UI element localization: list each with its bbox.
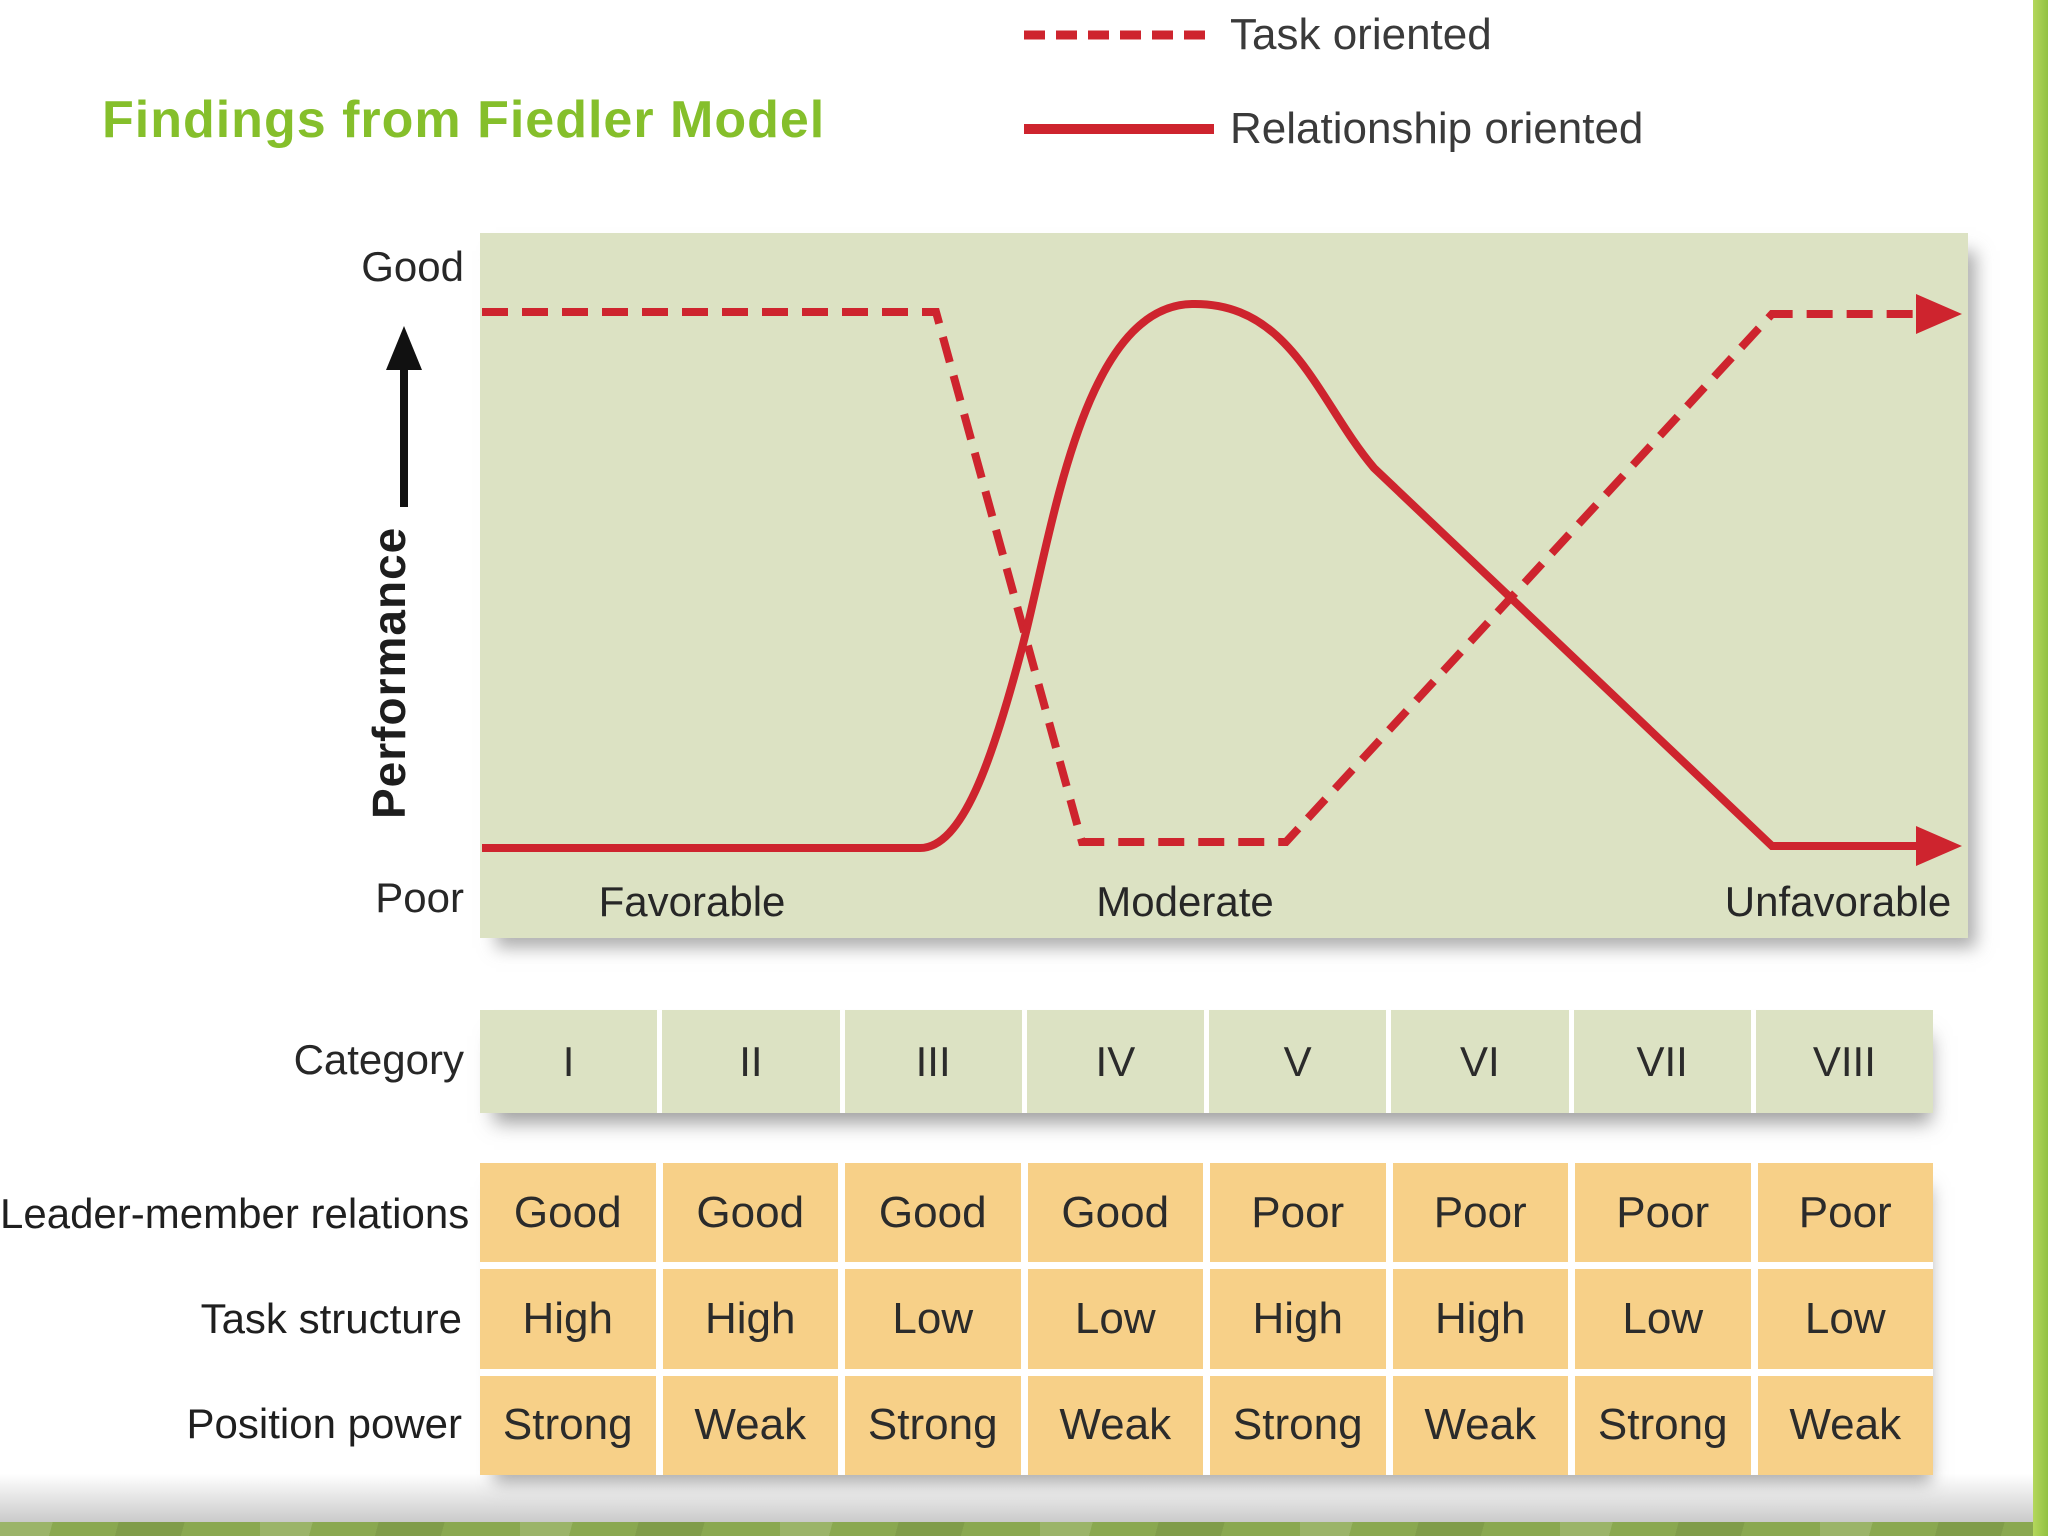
table-cell: Strong — [1575, 1375, 1751, 1475]
x-zone-label-unfavorable: Unfavorable — [1724, 878, 1952, 925]
y-axis-title: Performance — [363, 526, 415, 819]
legend-label-task: Task oriented — [1230, 10, 1492, 59]
solid-line-icon — [1024, 124, 1214, 134]
category-cell: III — [844, 1010, 1022, 1113]
y-axis-bottom-label: Poor — [375, 874, 464, 921]
table-cell: Good — [480, 1163, 656, 1263]
table-row-label-position-power: Position power — [186, 1400, 462, 1447]
bottom-shadow — [0, 1474, 2048, 1522]
right-green-strip — [2033, 0, 2048, 1536]
table-cell: Low — [1027, 1269, 1203, 1369]
category-cell: VI — [1391, 1010, 1569, 1113]
table-cell: Low — [1757, 1269, 1933, 1369]
category-cell: I — [480, 1010, 658, 1113]
table-cell: High — [662, 1269, 838, 1369]
chart-plot-area: Favorable Moderate Unfavorable — [480, 233, 1968, 938]
bottom-green-band — [0, 1522, 2048, 1536]
table-cell: Strong — [1210, 1375, 1386, 1475]
table-cell: High — [1210, 1269, 1386, 1369]
table-cell: Good — [1027, 1163, 1203, 1263]
up-arrow-icon — [386, 326, 422, 507]
category-cell: VII — [1573, 1010, 1751, 1113]
category-cell: VIII — [1755, 1010, 1933, 1113]
table-cell: High — [480, 1269, 656, 1369]
table-cell: High — [1392, 1269, 1568, 1369]
page-title: Findings from Fiedler Model — [102, 91, 826, 149]
table-cell: Weak — [662, 1375, 838, 1475]
category-row: I II III IV V VI VII VIII — [480, 1010, 1933, 1113]
table-cell: Poor — [1575, 1163, 1751, 1263]
legend-item-task: Task oriented — [1024, 10, 1492, 60]
category-cell: II — [662, 1010, 840, 1113]
table-cell: Low — [845, 1269, 1021, 1369]
x-zone-label-favorable: Favorable — [598, 878, 786, 925]
table-row-label-leader-member-relations: Leader-member relations — [0, 1190, 470, 1237]
dashed-line-icon — [1024, 30, 1214, 40]
category-row-label: Category — [293, 1036, 464, 1083]
table-cell: Weak — [1392, 1375, 1568, 1475]
table-cell: Poor — [1757, 1163, 1933, 1263]
category-cell: IV — [1026, 1010, 1204, 1113]
table-cell: Poor — [1392, 1163, 1568, 1263]
table-cell: Low — [1575, 1269, 1751, 1369]
table-cell: Poor — [1210, 1163, 1386, 1263]
x-zone-label-moderate: Moderate — [1096, 878, 1274, 925]
legend-label-relationship: Relationship oriented — [1230, 104, 1644, 153]
table-cell: Strong — [845, 1375, 1021, 1475]
table-cell: Weak — [1027, 1375, 1203, 1475]
table-cell: Good — [845, 1163, 1021, 1263]
table-row-label-task-structure: Task structure — [200, 1295, 462, 1342]
factor-table: Good Good Good Good Poor Poor Poor Poor … — [480, 1163, 1933, 1475]
table-cell: Good — [662, 1163, 838, 1263]
table-cell: Strong — [480, 1375, 656, 1475]
category-cell: V — [1209, 1010, 1387, 1113]
y-axis-top-label: Good — [361, 243, 464, 290]
table-cell: Weak — [1757, 1375, 1933, 1475]
legend-item-relationship: Relationship oriented — [1024, 104, 1643, 154]
